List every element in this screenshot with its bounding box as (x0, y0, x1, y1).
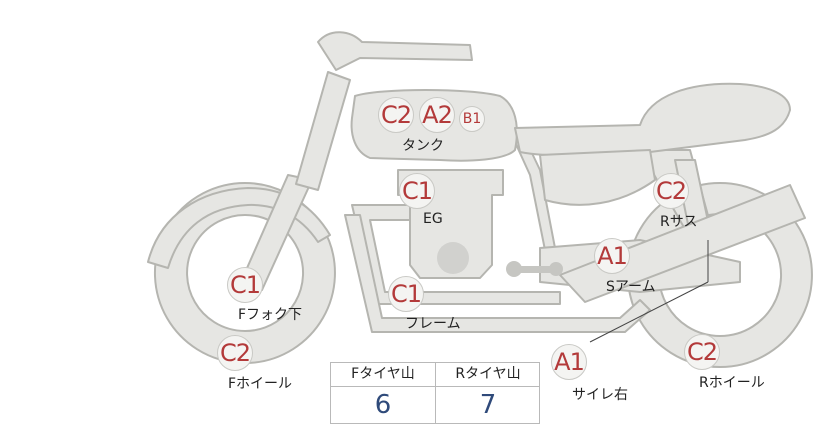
tank-grade-badge-2: A2 (419, 97, 455, 133)
side-cover-shape (539, 149, 656, 206)
frame-lower-shape (344, 214, 651, 333)
rear-wheel-grade-badge: C2 (684, 334, 720, 370)
frame-grade-badge: C1 (388, 276, 424, 312)
tank-label: タンク (402, 138, 444, 154)
front-fork-label: Fフォク下 (238, 307, 303, 323)
table-divider (435, 363, 436, 423)
swing-arm-grade-badge: A1 (594, 238, 630, 274)
frame-label: フレーム (405, 316, 461, 332)
tank-grade-badge-3: B1 (459, 106, 485, 132)
rear-tire-header: Rタイヤ山 (436, 363, 540, 387)
rear-suspension-label: Rサス (660, 214, 698, 230)
engine-label: EG (423, 211, 443, 227)
engine-grade-badge: C1 (399, 173, 435, 209)
front-tire-value: 6 (374, 390, 392, 420)
front-wheel-grade-badge: C2 (217, 335, 253, 371)
rear-tire-value: 7 (479, 390, 497, 420)
silencer-right-grade-badge: A1 (551, 344, 587, 380)
silencer-right-label: サイレ右 (572, 387, 628, 403)
headstock-shape (295, 71, 351, 191)
engine-case-circle (437, 242, 469, 274)
seat-shape (514, 82, 791, 157)
swing-arm-label: Sアーム (606, 279, 656, 295)
front-wheel-label: Fホイール (228, 376, 293, 392)
axle-bar (506, 261, 563, 277)
handlebar-shape (317, 31, 473, 71)
front-fork-grade-badge: C1 (227, 267, 263, 303)
rear-wheel-label: Rホイール (699, 375, 765, 391)
silencer-leader-line (589, 281, 709, 343)
rear-suspension-grade-badge: C2 (653, 173, 689, 209)
silencer-shape (559, 184, 806, 303)
tank-grade-badge-1: C2 (378, 97, 414, 133)
tire-tread-table: Fタイヤ山 Rタイヤ山 6 7 (330, 362, 540, 424)
front-tire-header: Fタイヤ山 (331, 363, 435, 387)
